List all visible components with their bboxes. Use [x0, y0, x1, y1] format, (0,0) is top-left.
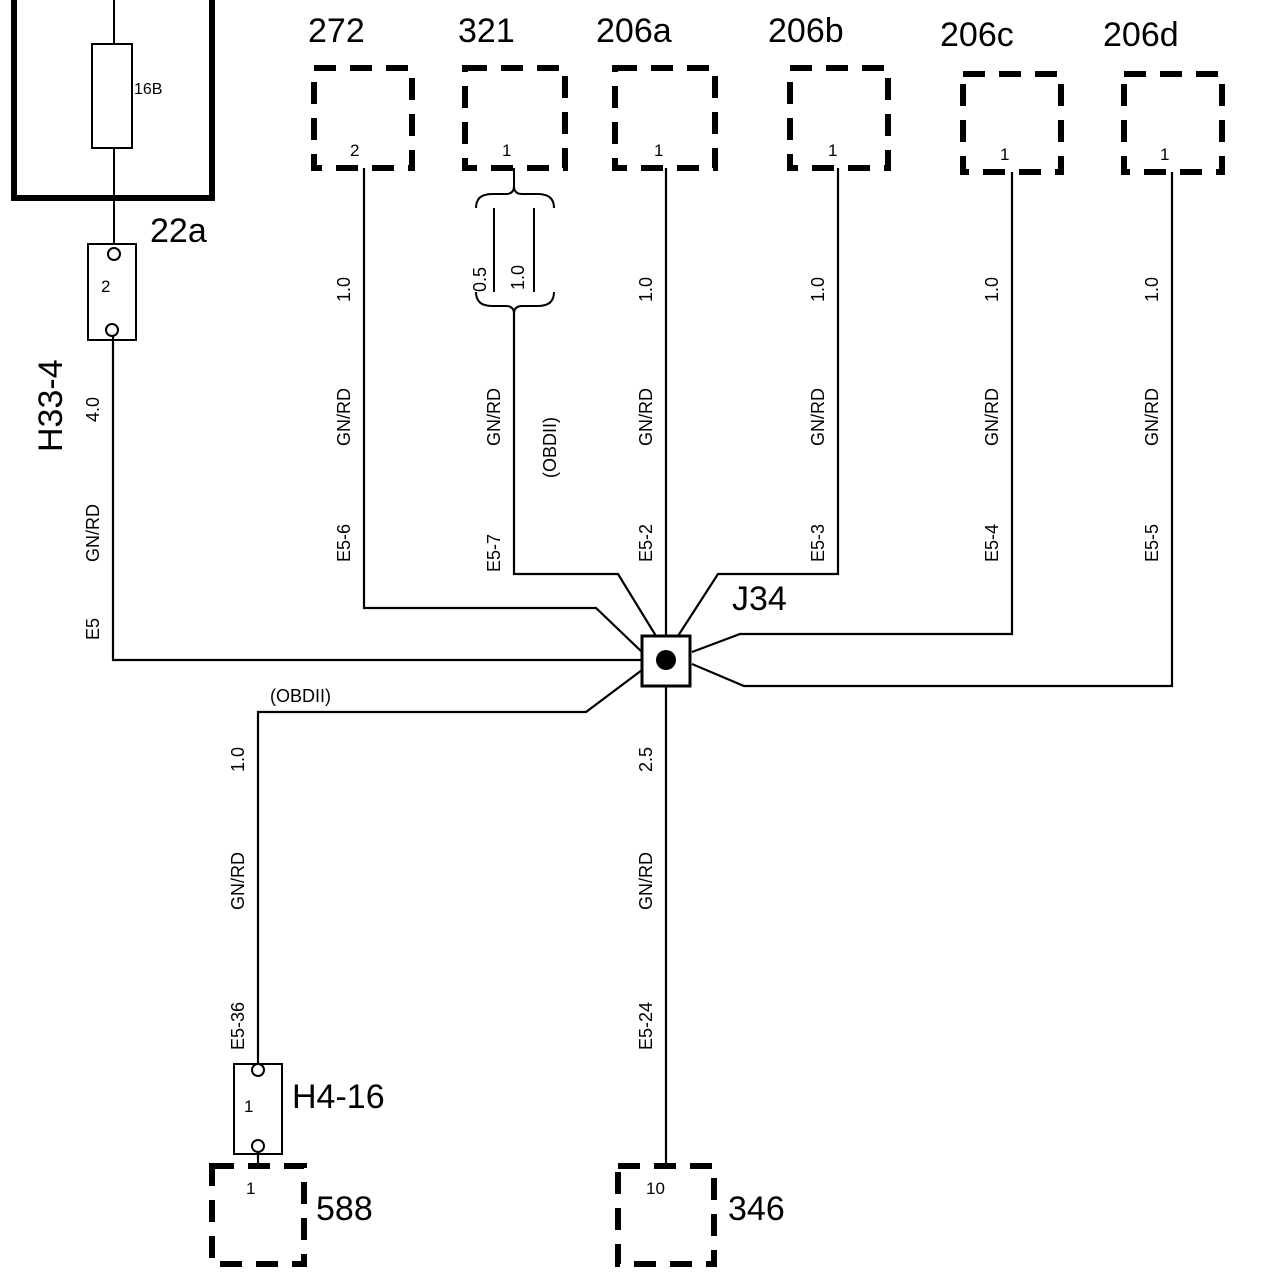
wire-e5-4-id: E5-4: [982, 524, 1002, 562]
wire-e5-5: [691, 172, 1174, 688]
connector-206a: 206a 1: [596, 12, 718, 171]
wire-e5-4-color: GN/RD: [982, 388, 1002, 446]
connector-h4-16: 1 H4-16: [233, 1063, 385, 1155]
connector-206d: 206d 1: [1103, 16, 1225, 175]
wire-e5-color: GN/RD: [83, 504, 103, 562]
wire-e5-24-color: GN/RD: [636, 852, 656, 910]
wire-e5-7-note: (OBDII): [540, 417, 560, 478]
splice-j34: J34: [640, 580, 787, 688]
pin-206d: 1: [1160, 145, 1169, 164]
wire-e5-4-size: 1.0: [982, 277, 1002, 302]
label-206d: 206d: [1103, 16, 1179, 54]
pin-272: 2: [350, 141, 359, 160]
label-272: 272: [308, 12, 365, 50]
wire-e5-id: E5: [83, 618, 103, 640]
wire-e5-5-size: 1.0: [1142, 277, 1162, 302]
pin-346: 10: [646, 1179, 665, 1198]
wire-e5-7: [475, 168, 657, 637]
connector-206b: 206b 1: [768, 12, 891, 171]
label-h33-4: H33-4: [32, 359, 70, 452]
wire-e5-6: [362, 168, 643, 653]
wire-e5-7-size-b: 1.0: [508, 265, 528, 290]
fuse-label: 16B: [134, 81, 162, 98]
label-206a: 206a: [596, 12, 672, 50]
pin-321: 1: [502, 141, 511, 160]
wire-e5-4: [691, 172, 1014, 654]
wire-e5-36-size: 1.0: [228, 747, 248, 772]
label-206b: 206b: [768, 12, 844, 50]
wire-e5-2-id: E5-2: [636, 524, 656, 562]
connector-321: 321 1: [458, 12, 568, 171]
label-j34: J34: [732, 580, 787, 618]
connector-346: 10 346: [615, 1163, 785, 1267]
wire-e5-36-color: GN/RD: [228, 852, 248, 910]
wire-e5-7-color: GN/RD: [484, 388, 504, 446]
wire-e5-6-size: 1.0: [334, 277, 354, 302]
label-206c: 206c: [940, 16, 1014, 54]
wire-e5-3-color: GN/RD: [808, 388, 828, 446]
pin-588: 1: [246, 1179, 255, 1198]
wire-e5-3-id: E5-3: [808, 524, 828, 562]
label-321: 321: [458, 12, 515, 50]
label-588: 588: [316, 1190, 373, 1228]
wire-e5-24-id: E5-24: [636, 1002, 656, 1050]
pin-206c: 1: [1000, 145, 1009, 164]
wire-e5-2-color: GN/RD: [636, 388, 656, 446]
pin-206b: 1: [828, 141, 837, 160]
fuse-box: 16B: [11, 0, 215, 244]
wire-e5-24-size: 2.5: [636, 747, 656, 772]
wire-e5-size: 4.0: [83, 397, 103, 422]
label-22a: 22a: [150, 212, 207, 250]
connector-206c: 206c 1: [940, 16, 1064, 175]
wire-e5-6-color: GN/RD: [334, 388, 354, 446]
wire-e5-6-id: E5-6: [334, 524, 354, 562]
wire-e5-2-size: 1.0: [636, 277, 656, 302]
wire-e5-36: [256, 669, 643, 1064]
wire-e5-5-id: E5-5: [1142, 524, 1162, 562]
wire-e5-5-color: GN/RD: [1142, 388, 1162, 446]
connector-22a: 2 22a: [87, 212, 207, 341]
wire-e5-3: [677, 168, 840, 637]
label-346: 346: [728, 1190, 785, 1228]
wire-e5-7-size-a: 0.5: [470, 267, 490, 292]
label-h4-16: H4-16: [292, 1078, 385, 1116]
connector-588: 1 588: [209, 1163, 373, 1267]
pin-h4-16: 1: [244, 1097, 253, 1116]
wire-e5-36-note: (OBDII): [270, 686, 331, 706]
connector-272: 272 2: [308, 12, 415, 171]
pin-206a: 1: [654, 141, 663, 160]
wire-e5: [111, 336, 642, 662]
pin-22a: 2: [101, 277, 110, 296]
wire-e5-3-size: 1.0: [808, 277, 828, 302]
wire-e5-7-id: E5-7: [484, 534, 504, 572]
wire-e5-36-id: E5-36: [228, 1002, 248, 1050]
